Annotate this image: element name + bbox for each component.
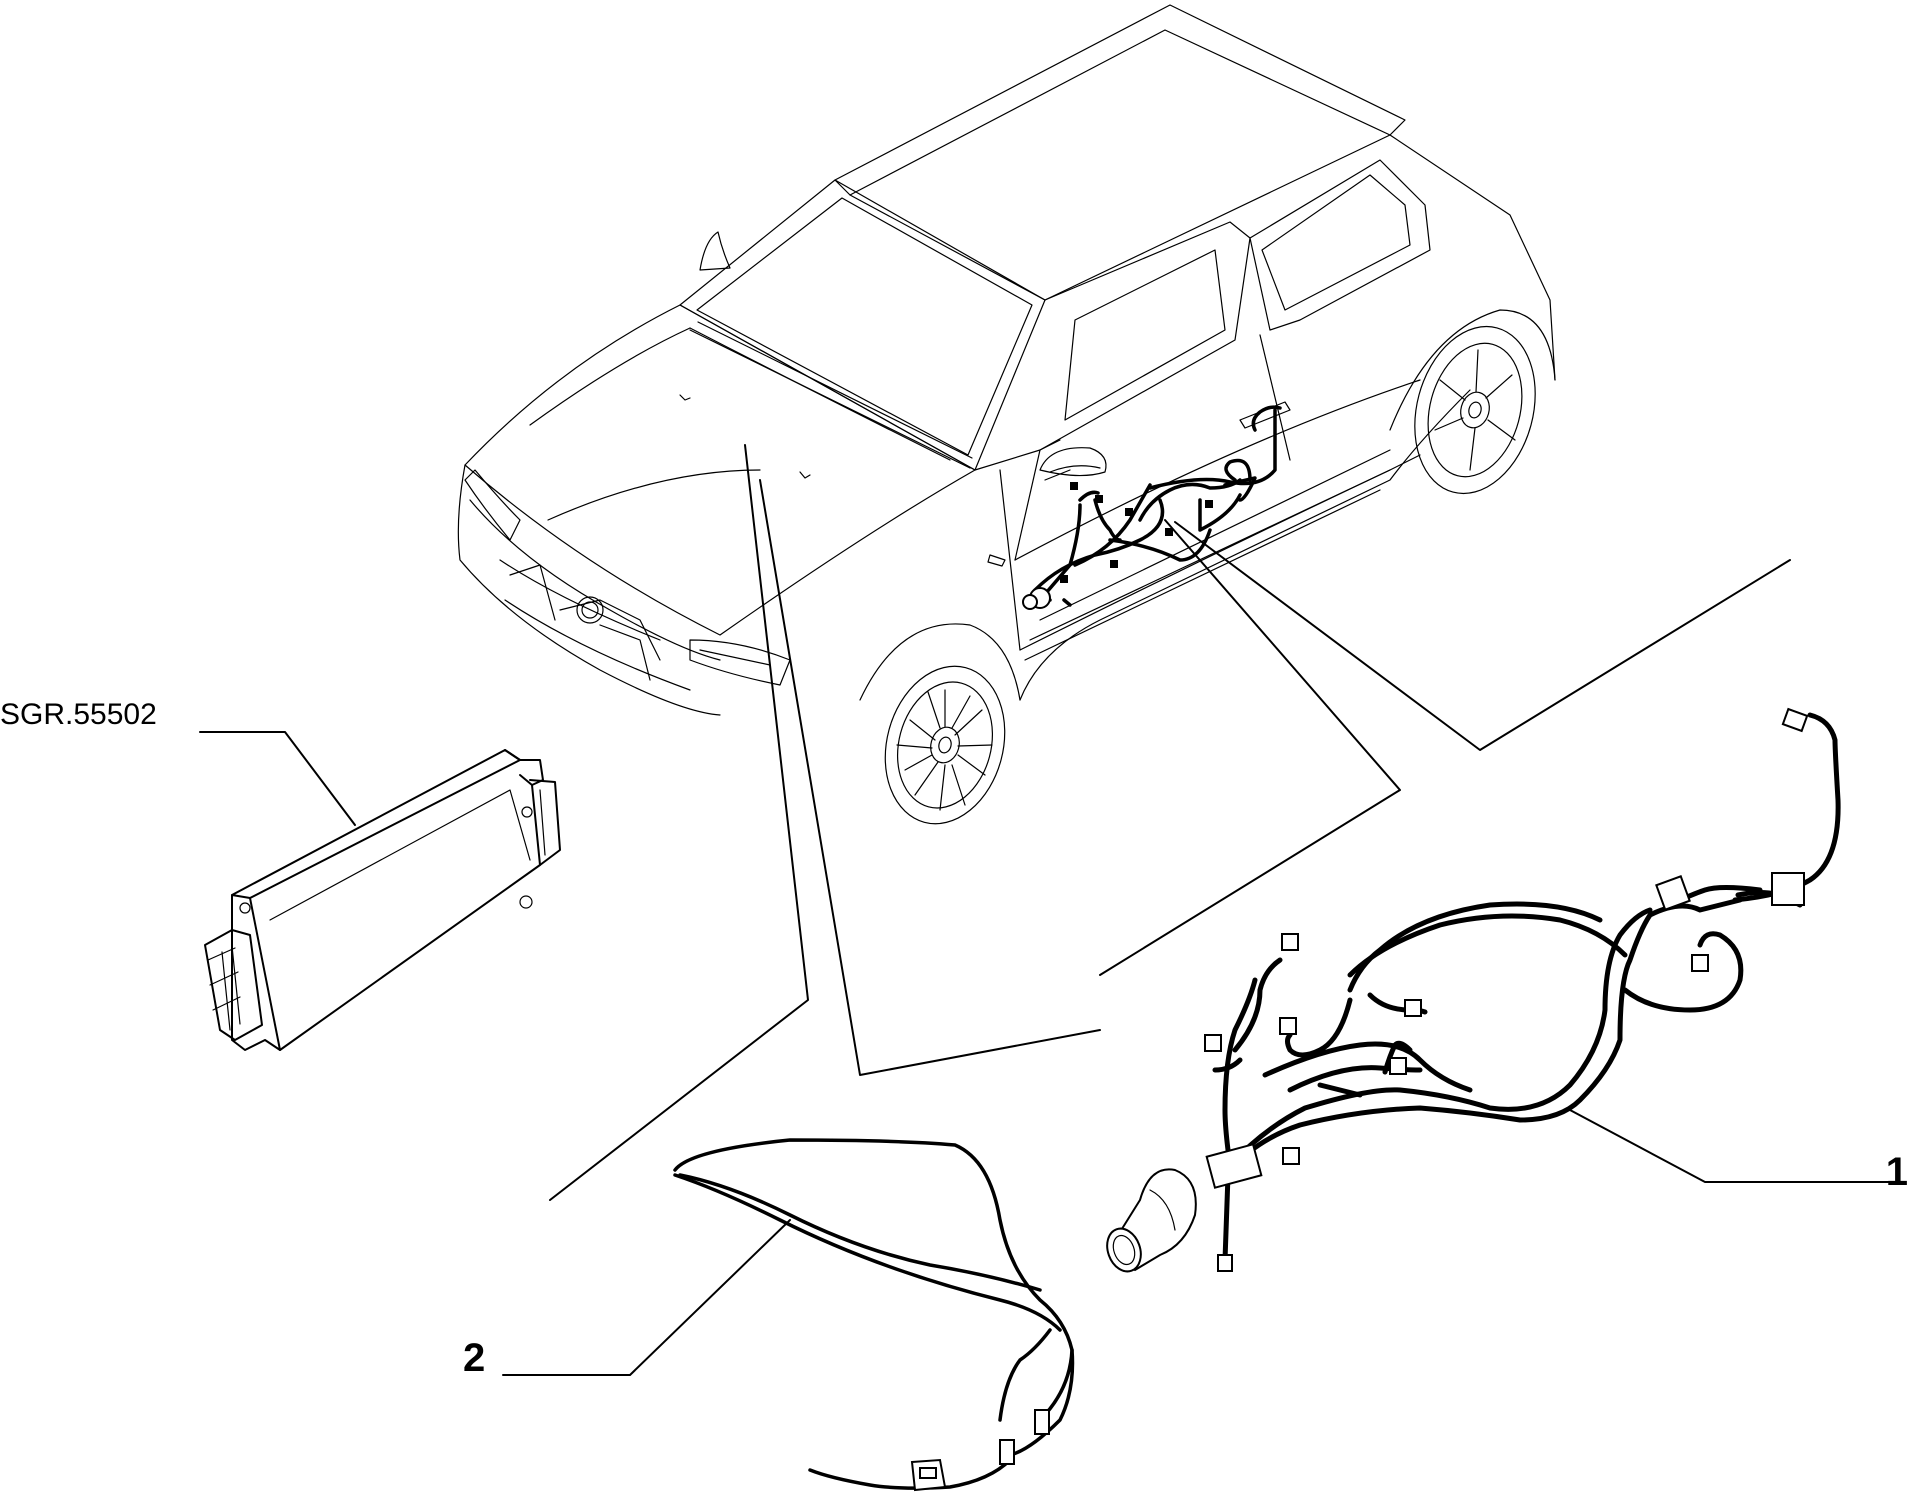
callout-lines xyxy=(199,444,1901,1376)
in-car-harness-illustration xyxy=(1022,405,1282,610)
car-illustration xyxy=(457,4,1556,825)
wiring-harness-part-2 xyxy=(673,1138,1075,1492)
wiring-harness-part-1 xyxy=(1106,707,1841,1273)
ecu-reference-label: SGR.55502 xyxy=(0,698,157,731)
ecu-module-illustration xyxy=(204,749,561,1051)
part-number-1: 1 xyxy=(1885,1150,1908,1194)
part-number-2: 2 xyxy=(463,1336,486,1380)
